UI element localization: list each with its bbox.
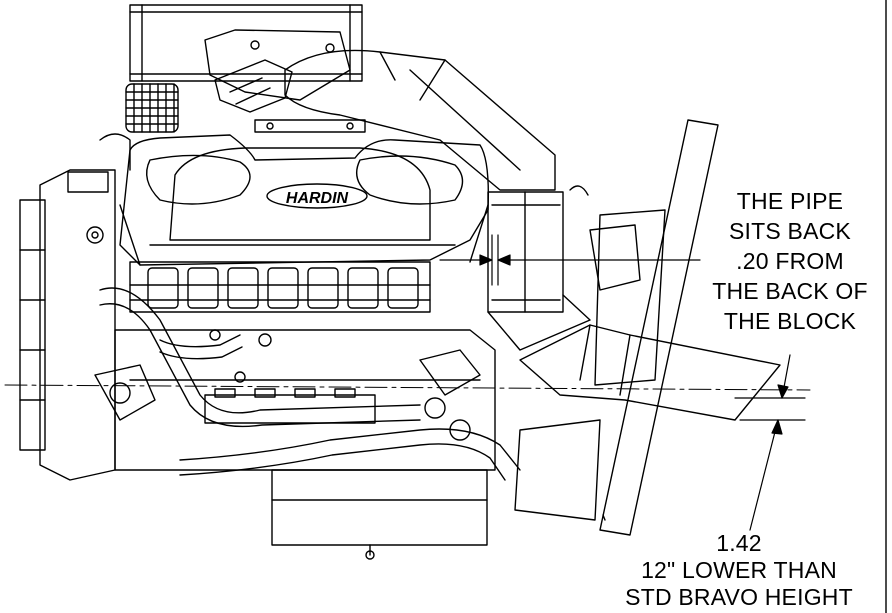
pipe-offset-note: THE PIPE SITS BACK .20 FROM THE BACK OF …	[690, 186, 890, 336]
breather-filter	[126, 84, 178, 132]
crossover-pipe	[285, 50, 555, 190]
front-accessories	[20, 134, 155, 480]
height-dimension-note: 1.42 12" LOWER THAN STD BRAVO HEIGHT	[586, 530, 892, 611]
intake-manifold	[120, 135, 488, 265]
air-cleaner	[130, 5, 362, 81]
dimension-pipe-offset	[440, 235, 700, 285]
hardin-logo-text: HARDIN	[286, 190, 349, 207]
pipe-note-line-5: THE BLOCK	[723, 308, 857, 334]
dimension-value: 1.42	[716, 530, 762, 556]
hardin-logo: HARDIN	[267, 184, 367, 208]
plenum	[170, 148, 430, 240]
throttle-bracket	[205, 30, 350, 112]
dimension-note-line-2: STD BRAVO HEIGHT	[625, 584, 853, 610]
pipe-note-line-1: THE PIPE	[736, 188, 844, 214]
lower-fittings	[205, 330, 480, 440]
pipe-note-line-3: .20 FROM	[736, 248, 844, 274]
pipe-note-line-4: THE BACK OF	[712, 278, 868, 304]
gimbal-housing	[515, 210, 665, 520]
engine-block	[115, 330, 495, 559]
dimension-note-line-1: 12" LOWER THAN	[641, 557, 837, 583]
coupler-housing	[488, 186, 590, 350]
water-hoses	[100, 288, 520, 480]
pipe-note-line-2: SITS BACK	[729, 218, 851, 244]
transom-plate	[600, 120, 718, 535]
centerline	[5, 385, 810, 390]
exhaust-outlet	[520, 325, 780, 420]
manifold-rail	[255, 120, 365, 132]
manifold-runners	[130, 262, 430, 312]
dimension-height-offset	[735, 355, 805, 530]
